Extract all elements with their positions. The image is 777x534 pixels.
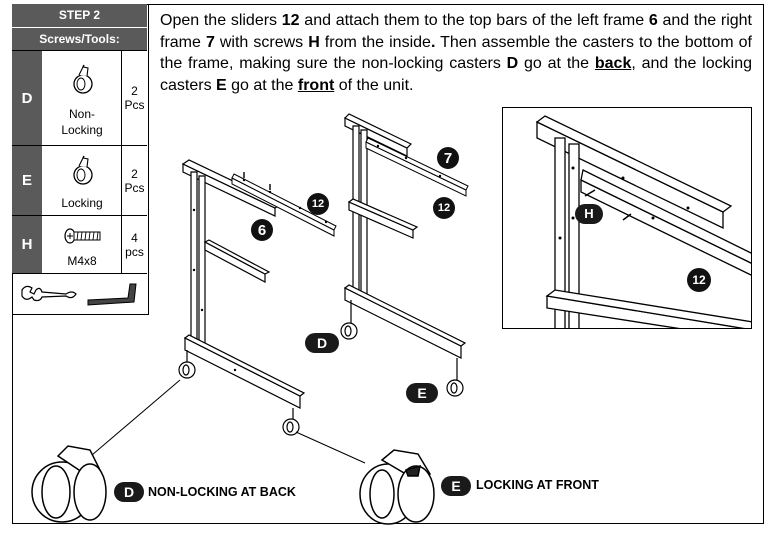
locking-caption-letter: E (441, 476, 471, 496)
detail-inset: H 12 (502, 107, 752, 329)
part-letter: H (12, 216, 42, 273)
left-slider-illustration (231, 172, 337, 237)
frame-callout-right: 7 (437, 147, 459, 169)
detail-screw-callout: H (575, 204, 603, 224)
caster-icon (73, 64, 93, 94)
non-locking-caption-letter: D (114, 482, 144, 502)
part-name-line1: M4x8 (67, 254, 97, 268)
step-title: STEP 2 (12, 4, 147, 28)
right-slider-illustration (365, 137, 469, 197)
caster-callout-d: D (305, 333, 339, 353)
instruction-text: Open the sliders 12 and attach them to t… (160, 12, 753, 94)
frame-callout-left: 6 (251, 219, 273, 241)
locking-caster-icon (359, 449, 435, 525)
slider-callout-left: 12 (307, 193, 329, 215)
caster-callout-e: E (406, 383, 438, 403)
right-frame-illustration (340, 113, 467, 397)
screw-icon (64, 228, 101, 244)
slider-callout-right: 12 (433, 197, 455, 219)
tools-heading: Screws/Tools: (12, 28, 147, 50)
part-name-line1: Non- (68, 107, 95, 121)
part-letter: E (12, 146, 42, 215)
locking-caption: LOCKING AT FRONT (476, 478, 599, 492)
allen-key-icon (87, 283, 137, 306)
detail-frame-illustration (535, 115, 751, 328)
wrench-icon (21, 285, 77, 302)
detail-slider-callout: 12 (687, 268, 711, 292)
part-letter: D (12, 51, 42, 145)
caster-icon (73, 155, 93, 185)
tools-row (12, 273, 147, 314)
part-name-line1: Locking (61, 196, 103, 210)
part-name-line2: Locking (61, 123, 103, 137)
non-locking-caption: NON-LOCKING AT BACK (148, 485, 296, 499)
non-locking-caster-icon (31, 445, 107, 523)
